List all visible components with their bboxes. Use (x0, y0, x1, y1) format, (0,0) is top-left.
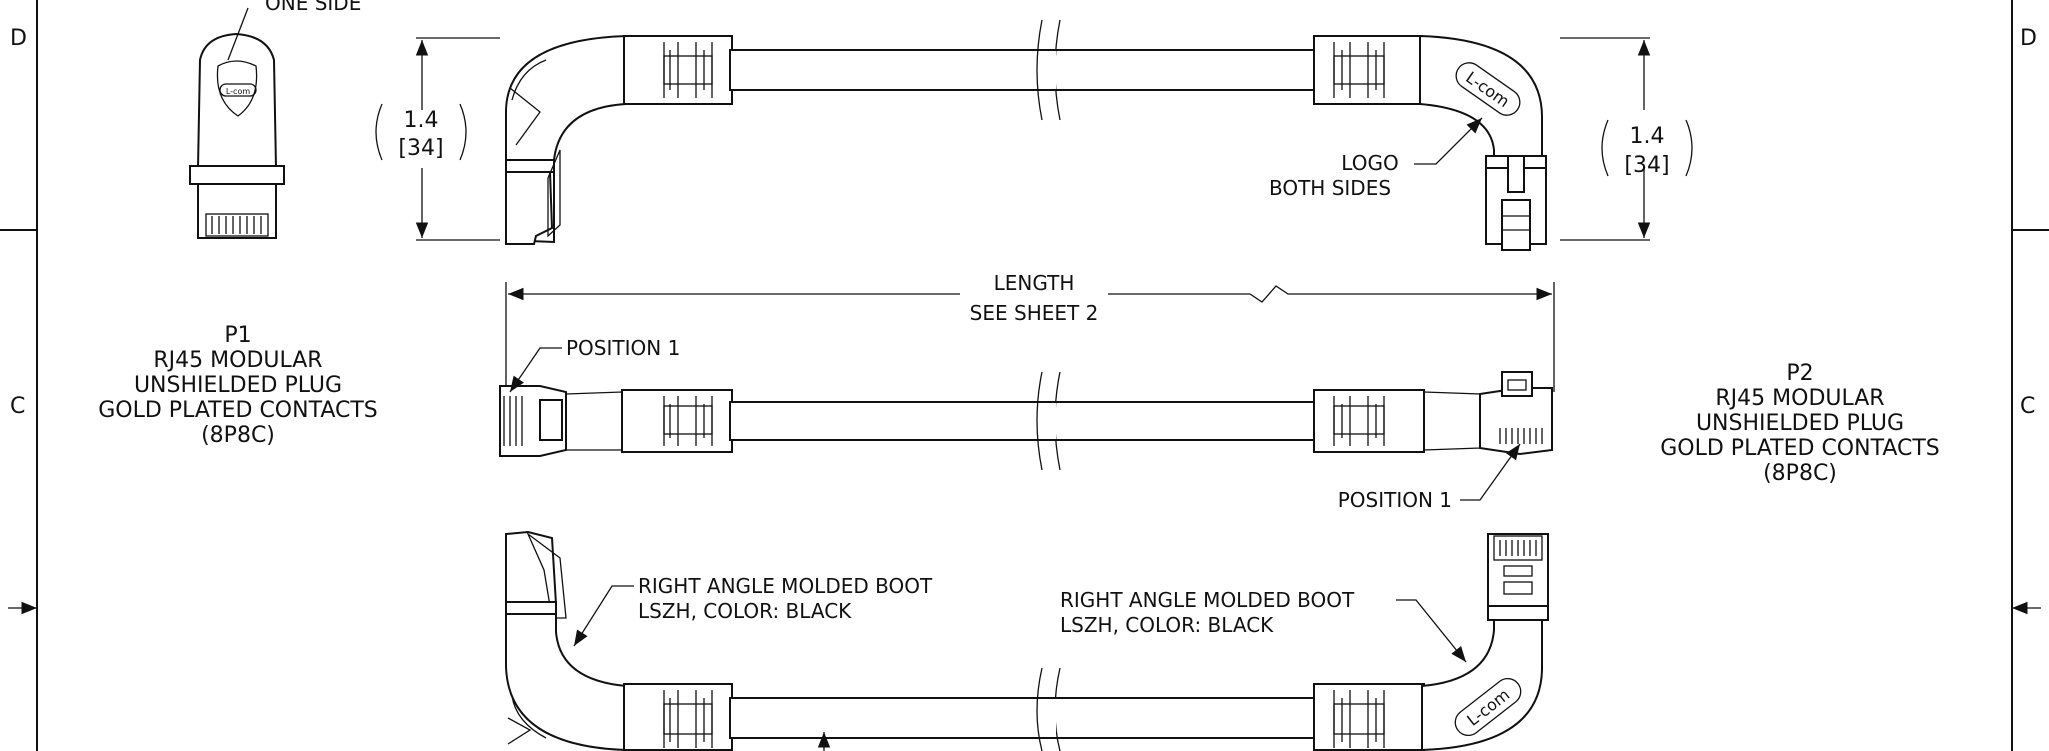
height-dimension-right: 1.4 [34] (1560, 37, 1693, 241)
logo-callout-line1: LOGO (1341, 151, 1398, 175)
logo-text-p1: L-com (226, 87, 250, 96)
boot-left-line2: LSZH, COLOR: BLACK (638, 599, 852, 623)
boot-callout-left: RIGHT ANGLE MOLDED BOOT LSZH, COLOR: BLA… (573, 574, 933, 647)
zone-letter-c-left: C (10, 394, 25, 419)
p2-description-line4: (8P8C) (1763, 461, 1837, 486)
length-label: LENGTH (994, 271, 1075, 295)
p1-top-note: ONE SIDE (265, 0, 361, 15)
length-reference: SEE SHEET 2 (970, 301, 1099, 325)
p1-description-line4: (8P8C) (201, 423, 275, 448)
boot-callout-right: RIGHT ANGLE MOLDED BOOT LSZH, COLOR: BLA… (1060, 588, 1467, 663)
p1-designator: P1 (224, 323, 251, 348)
right-height-inch: 1.4 (1630, 124, 1665, 149)
right-height-mm: [34] (1624, 153, 1669, 178)
logo-callout: LOGO BOTH SIDES (1269, 117, 1483, 200)
bottom-view-cable: L-com (505, 530, 1549, 751)
zone-letter-d-left: D (10, 26, 27, 51)
boot-right-line1: RIGHT ANGLE MOLDED BOOT (1060, 588, 1355, 612)
p1-description-line1: RJ45 MODULAR (153, 348, 322, 373)
middle-view-cable (499, 371, 1553, 471)
p1-description-line3: GOLD PLATED CONTACTS (98, 398, 378, 423)
zone-letter-c-right: C (2020, 394, 2035, 419)
left-height-mm: [34] (398, 136, 443, 161)
p1-label: P1 RJ45 MODULAR UNSHIELDED PLUG GOLD PLA… (98, 323, 378, 448)
p1-description-line2: UNSHIELDED PLUG (134, 373, 342, 398)
p1-contacts (205, 213, 269, 237)
position-callout-left: POSITION 1 (509, 336, 680, 393)
height-dimension-left: 1.4 [34] (375, 37, 500, 241)
p1-plug-end-view: L-com ONE SIDE (189, 0, 361, 239)
top-view-cable: L-com (505, 19, 1547, 251)
p2-label: P2 RJ45 MODULAR UNSHIELDED PLUG GOLD PLA… (1660, 361, 1940, 486)
length-dimension: LENGTH SEE SHEET 2 (505, 271, 1555, 400)
position-left-label: POSITION 1 (566, 336, 680, 360)
boot-left-line1: RIGHT ANGLE MOLDED BOOT (638, 574, 933, 598)
left-height-inch: 1.4 (404, 108, 439, 133)
position-right-label: POSITION 1 (1338, 488, 1452, 512)
logo-callout-line2: BOTH SIDES (1269, 176, 1391, 200)
position-callout-right: POSITION 1 (1338, 443, 1521, 512)
boot-right-line2: LSZH, COLOR: BLACK (1060, 613, 1274, 637)
p2-designator: P2 (1786, 361, 1813, 386)
p2-description-line1: RJ45 MODULAR (1715, 386, 1884, 411)
zone-letter-d-right: D (2020, 26, 2037, 51)
p2-description-line3: GOLD PLATED CONTACTS (1660, 436, 1940, 461)
p2-description-line2: UNSHIELDED PLUG (1696, 411, 1904, 436)
